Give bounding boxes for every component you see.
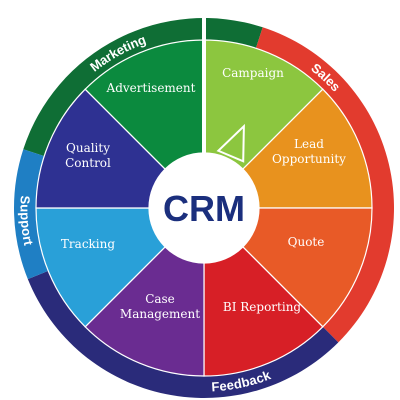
center-hub (149, 153, 259, 263)
center-label: CRM (163, 188, 245, 229)
segment-label-quote: Quote (288, 235, 325, 249)
ring-section-support (13, 149, 49, 280)
ring-section-marketing (23, 17, 263, 157)
cycle-arrow-head (216, 123, 245, 163)
segment-label-advertisement: Advertisement (106, 81, 196, 95)
segment-label-tracking: Tracking (61, 237, 115, 251)
ring-section-sales (255, 27, 394, 343)
segment-label-bi-reporting: BI Reporting (223, 300, 302, 314)
ring-label-support: Support (17, 195, 36, 247)
segment-label-campaign: Campaign (222, 66, 284, 80)
